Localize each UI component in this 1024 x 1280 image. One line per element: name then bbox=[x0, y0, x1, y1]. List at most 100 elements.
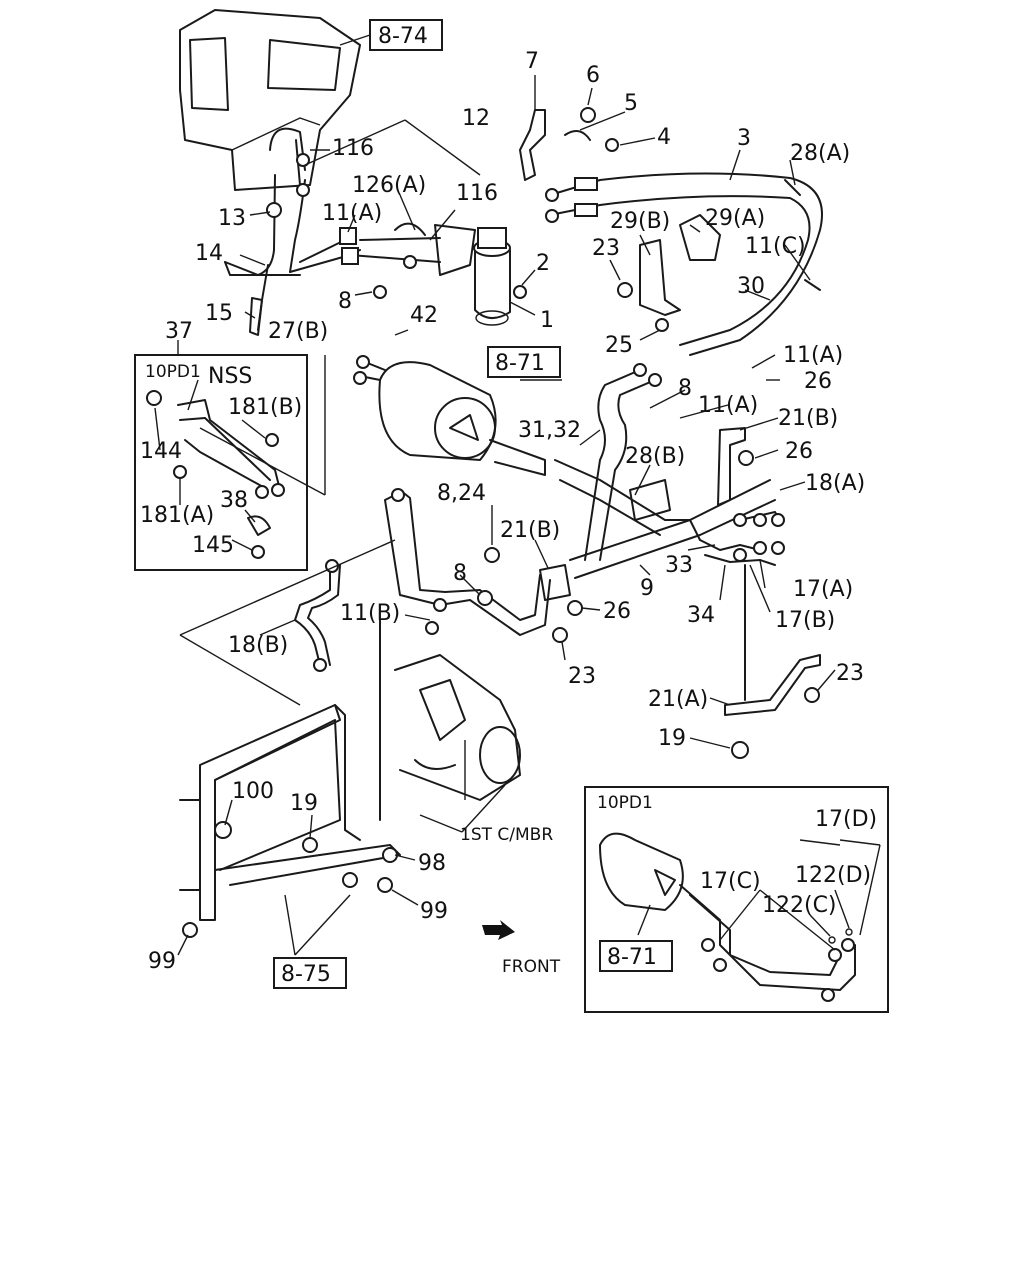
suction-lines bbox=[224, 227, 361, 276]
callout-28b: 28(B) bbox=[625, 444, 685, 469]
callout-19-b: 19 bbox=[290, 791, 318, 816]
drain-pipes bbox=[224, 153, 310, 336]
callout-6: 6 bbox=[586, 63, 600, 88]
callout-8-b: 8 bbox=[678, 376, 692, 401]
callout-21a: 21(A) bbox=[648, 687, 708, 712]
callout-1st-cmbr: 1ST C/MBR bbox=[460, 825, 553, 845]
callout-30: 30 bbox=[737, 274, 765, 299]
callout-7: 7 bbox=[525, 49, 539, 74]
front-arrow-icon bbox=[482, 920, 515, 940]
callout-11b: 11(B) bbox=[340, 601, 400, 626]
callout-17a: 17(A) bbox=[793, 577, 853, 602]
inset-right-frame bbox=[584, 786, 889, 1013]
callout-99-a: 99 bbox=[420, 899, 448, 924]
callout-21b-1: 21(B) bbox=[778, 406, 838, 431]
callout-labels: 8-74 12 116 116 126(A) 13 11(A) 14 15 27… bbox=[148, 24, 865, 987]
callout-2: 2 bbox=[536, 251, 550, 276]
callout-29a: 29(A) bbox=[705, 206, 765, 231]
callout-26-a: 26 bbox=[804, 369, 832, 394]
callout-116-a: 116 bbox=[332, 136, 374, 161]
callout-145: 145 bbox=[192, 533, 234, 558]
callout-26-b: 26 bbox=[785, 439, 813, 464]
condenser bbox=[179, 619, 401, 938]
callout-13: 13 bbox=[218, 206, 246, 231]
callout-29b: 29(B) bbox=[610, 209, 670, 234]
callout-31-32: 31,32 bbox=[518, 418, 581, 443]
callout-17c: 17(C) bbox=[700, 869, 761, 894]
callout-17b: 17(B) bbox=[775, 608, 835, 633]
callout-8-c: 8 bbox=[453, 561, 467, 586]
callout-1: 1 bbox=[540, 308, 554, 333]
callout-9: 9 bbox=[640, 576, 654, 601]
cross-member bbox=[394, 654, 521, 801]
callout-11a-1: 11(A) bbox=[322, 201, 382, 226]
inset-left-title: 10PD1 bbox=[145, 362, 201, 382]
callout-inset-8-71: 8-71 bbox=[607, 945, 657, 970]
inset-left-labels: 10PD1 NSS 181(B) 144 181(A) 38 145 bbox=[140, 362, 302, 558]
callout-11a-3: 11(A) bbox=[698, 393, 758, 418]
inset-right-labels: 10PD1 17(D) 122(D) 17(C) 122(C) 8-71 bbox=[597, 793, 877, 970]
callout-26-c: 26 bbox=[603, 599, 631, 624]
callout-34: 34 bbox=[687, 603, 715, 628]
callout-38: 38 bbox=[220, 488, 248, 513]
callout-19-a: 19 bbox=[658, 726, 686, 751]
callout-122d: 122(D) bbox=[795, 863, 871, 888]
discharge-pipes bbox=[554, 363, 776, 579]
callout-23-a: 23 bbox=[592, 236, 620, 261]
callout-17d: 17(D) bbox=[815, 807, 877, 832]
ref-box-8-74 bbox=[369, 19, 443, 51]
pipe-18b bbox=[294, 559, 341, 672]
ref-box-8-71 bbox=[487, 346, 561, 378]
callout-14: 14 bbox=[195, 241, 223, 266]
callout-116-b: 116 bbox=[456, 181, 498, 206]
callout-8-24: 8,24 bbox=[437, 481, 486, 506]
callout-15: 15 bbox=[205, 301, 233, 326]
callout-8-71: 8-71 bbox=[495, 351, 545, 376]
callout-21b-2: 21(B) bbox=[500, 518, 560, 543]
callout-27b: 27(B) bbox=[268, 319, 328, 344]
front-label: FRONT bbox=[502, 957, 561, 977]
callout-8-74: 8-74 bbox=[378, 24, 428, 49]
bracket-21b-upper bbox=[717, 427, 785, 527]
callout-37: 37 bbox=[165, 319, 193, 344]
ref-box-inset-8-71 bbox=[599, 940, 673, 972]
leader-lines bbox=[154, 34, 881, 956]
callout-122c: 122(C) bbox=[762, 893, 837, 918]
callout-181b: 181(B) bbox=[228, 395, 302, 420]
bracket-21a-lower bbox=[724, 654, 821, 759]
callout-11c: 11(C) bbox=[745, 234, 806, 259]
callout-23-c: 23 bbox=[836, 661, 864, 686]
callout-126a: 126(A) bbox=[352, 173, 426, 198]
brackets-29 bbox=[617, 214, 721, 332]
callout-3: 3 bbox=[737, 126, 751, 151]
callout-8-a: 8 bbox=[338, 289, 352, 314]
blower-housing bbox=[179, 9, 361, 191]
callout-100: 100 bbox=[232, 779, 274, 804]
receiver-drier bbox=[349, 222, 527, 326]
callout-18a: 18(A) bbox=[805, 471, 865, 496]
callout-11a-2: 11(A) bbox=[783, 343, 843, 368]
callout-23-b: 23 bbox=[568, 664, 596, 689]
callout-42: 42 bbox=[410, 303, 438, 328]
callout-33: 33 bbox=[665, 553, 693, 578]
callout-12: 12 bbox=[462, 106, 490, 131]
callout-5: 5 bbox=[624, 91, 638, 116]
liquid-line bbox=[384, 488, 583, 643]
callout-4: 4 bbox=[657, 125, 671, 150]
inset-right-parts bbox=[599, 832, 856, 1002]
callout-99-b: 99 bbox=[148, 949, 176, 974]
inset-left-nss: NSS bbox=[208, 364, 252, 389]
callout-8-75: 8-75 bbox=[281, 962, 331, 987]
ref-box-8-75 bbox=[273, 957, 347, 989]
callout-181a: 181(A) bbox=[140, 503, 214, 528]
callout-144: 144 bbox=[140, 439, 182, 464]
compressor bbox=[353, 355, 546, 476]
hose-lines-3-30 bbox=[545, 172, 823, 356]
fittings-17-33-34 bbox=[699, 539, 785, 701]
bracket-7 bbox=[519, 107, 619, 181]
callout-98: 98 bbox=[418, 851, 446, 876]
callout-28a: 28(A) bbox=[790, 141, 850, 166]
inset-right-title: 10PD1 bbox=[597, 793, 653, 813]
callout-18b: 18(B) bbox=[228, 633, 288, 658]
